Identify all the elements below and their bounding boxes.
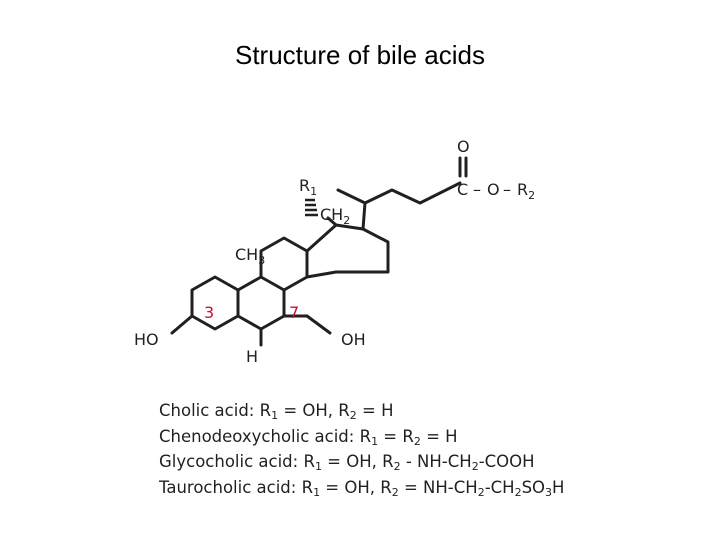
ch3-label: CH3 [235, 245, 265, 267]
methyl-branch [336, 188, 367, 205]
legend-line-taurocholic: Taurocholic acid: R1 = OH, R2 = NH-CH2-C… [159, 477, 565, 499]
bile-acid-structure: R1 CH2 CH3 O C – O – R2 HO OH H 3 7 [134, 137, 535, 366]
r2-label: R2 [517, 180, 535, 202]
ring-d [305, 223, 390, 279]
slide-title: Structure of bile acids [234, 40, 485, 70]
r1-label: R1 [299, 176, 317, 198]
substituent-legend: Cholic acid: R1 = OH, R2 = H Chenodeoxyc… [159, 398, 564, 500]
carbonyl-bond [458, 156, 468, 178]
oh-label: OH [341, 330, 366, 349]
h-label: H [246, 347, 258, 366]
ch2-bond [326, 216, 338, 227]
ho-label: HO [134, 330, 159, 349]
ring-b [236, 275, 286, 331]
ho-bond [170, 314, 194, 335]
position-7-label: 7 [289, 303, 299, 322]
ester-dash-2: – [503, 180, 511, 199]
ring-a [190, 275, 240, 331]
oh-bond [282, 314, 332, 335]
legend-line-chenodeoxycholic: Chenodeoxycholic acid: R1 = R2 = H [159, 426, 458, 448]
ester-dash-1: – [473, 180, 481, 199]
carbonyl-o-label: O [457, 137, 470, 156]
legend-line-glycocholic: Glycocholic acid: R1 = OH, R2 - NH-CH2-C… [159, 452, 535, 473]
ester-o-label: O [487, 180, 500, 199]
side-chain [361, 181, 462, 231]
legend-line-cholic: Cholic acid: R1 = OH, R2 = H [159, 401, 394, 422]
position-3-label: 3 [204, 303, 214, 322]
ester-c-label: C [457, 180, 468, 199]
ch2-side-label: CH2 [320, 205, 350, 227]
bond-lines [170, 156, 468, 347]
dashed-wedge [305, 198, 318, 217]
ring-c [259, 236, 309, 292]
